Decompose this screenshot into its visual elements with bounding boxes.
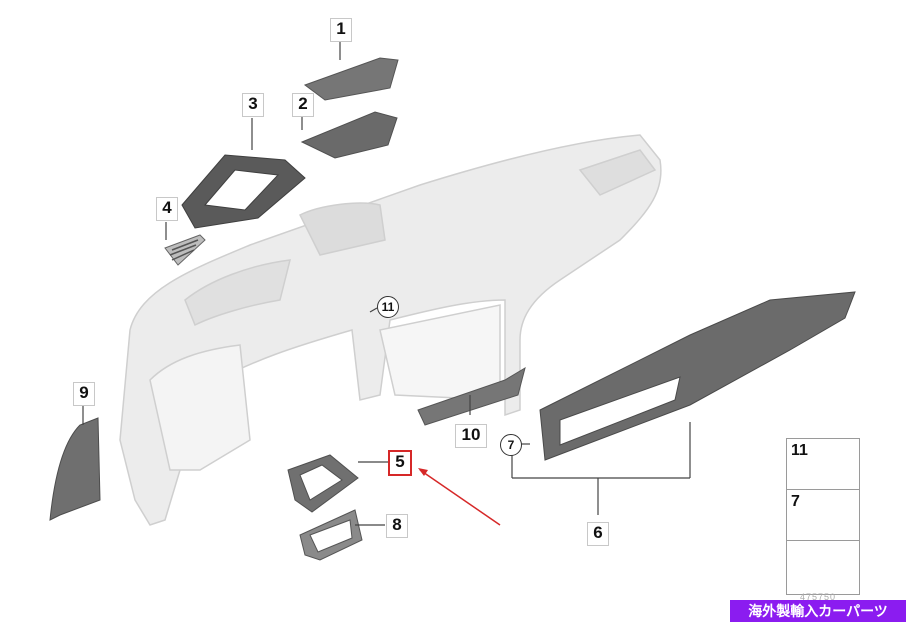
callout-11-circle: 11: [377, 296, 399, 318]
callout-7-circle: 7: [500, 434, 522, 456]
dashboard-body: [119, 134, 662, 526]
part-1-cover: [303, 57, 399, 101]
callout-5-highlighted: 5: [388, 450, 412, 476]
highlight-arrow: [418, 468, 501, 526]
legend-label: 11: [791, 442, 808, 459]
part-3-frame: [181, 154, 306, 229]
callout-8: 8: [386, 514, 408, 538]
callout-2: 2: [292, 93, 314, 117]
banner: 海外製輸入カーパーツ: [730, 600, 906, 622]
diagram-code: 475750: [800, 592, 837, 602]
legend-item-arrow: [787, 541, 859, 593]
legend-box: 11 7: [786, 438, 860, 595]
part-8-frame: [299, 509, 363, 561]
callout-4: 4: [156, 197, 178, 221]
legend-item-11: 11: [787, 439, 859, 490]
callout-1: 1: [330, 18, 352, 42]
callout-10: 10: [455, 424, 487, 448]
part-6-trim-strip: [539, 291, 856, 461]
callout-6: 6: [587, 522, 609, 546]
callout-9: 9: [73, 382, 95, 406]
part-5-frame: [287, 454, 359, 513]
legend-label: 7: [791, 493, 800, 510]
callout-3: 3: [242, 93, 264, 117]
part-10-trim: [417, 366, 526, 426]
legend-item-7: 7: [787, 490, 859, 541]
leader-lines: [82, 40, 691, 526]
part-2-cover: [300, 111, 398, 159]
part-9-side-panel: [49, 417, 101, 521]
part-4-vent: [164, 234, 206, 266]
